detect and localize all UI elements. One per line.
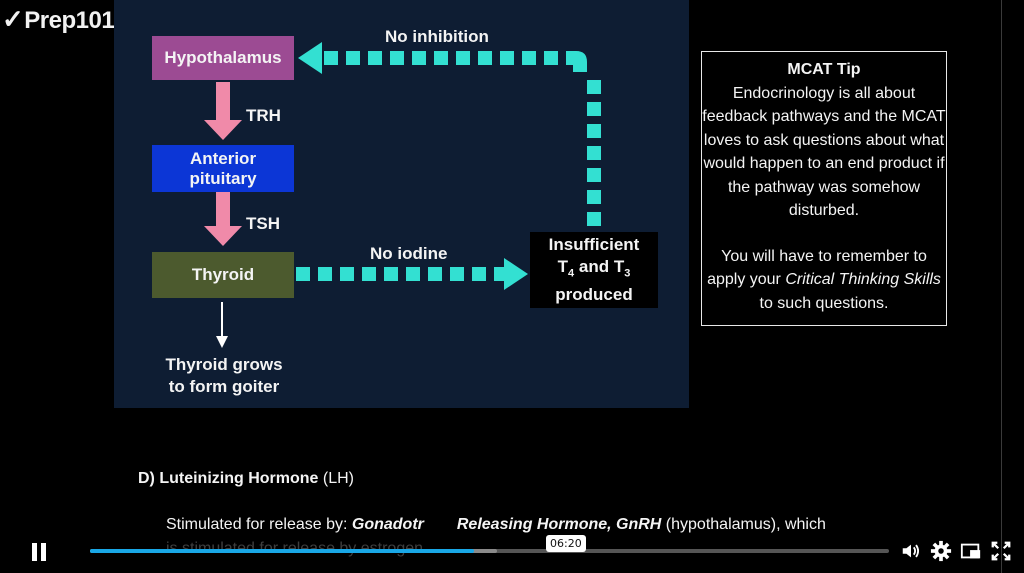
tsh-label: TSH <box>246 214 280 233</box>
thyroid-box: Thyroid <box>152 252 294 298</box>
time-tooltip: 06:20 <box>546 535 586 552</box>
trh-label: TRH <box>246 106 281 125</box>
right-divider <box>1001 0 1002 573</box>
progress-track[interactable]: 06:20 <box>90 535 889 553</box>
insufficient-line2: T4 and T3 <box>557 256 631 280</box>
diagram-arrows <box>204 42 601 348</box>
logo-text: Prep101 <box>24 7 115 34</box>
goiter-line1: Thyroid grows <box>165 355 283 374</box>
insufficient-line3: produced <box>555 285 633 305</box>
tip-title: MCAT Tip <box>787 61 861 78</box>
fullscreen-icon[interactable] <box>990 540 1012 562</box>
mcat-tip-box: MCAT Tip Endocrinology is all about feed… <box>701 51 947 326</box>
insufficient-line1: Insufficient <box>548 234 640 254</box>
tsh-arrow-shaft <box>216 192 230 226</box>
volume-icon[interactable] <box>900 540 922 562</box>
trh-arrow-shaft <box>216 82 230 120</box>
checkmark-icon: ✓ <box>2 4 24 34</box>
no-inhibition-label: No inhibition <box>385 27 489 46</box>
video-controls: 06:20 <box>0 534 1024 573</box>
goiter-label: Thyroid grows to form goiter <box>154 354 294 398</box>
pink-arrows <box>204 82 242 246</box>
no-iodine-dashes <box>296 258 528 290</box>
trh-arrow-head <box>204 120 242 140</box>
insufficient-t4-t3-box: Insufficient T4 and T3 produced <box>530 232 658 308</box>
tsh-arrow-head <box>204 226 242 246</box>
section-heading: D) Luteinizing Hormone (LH) <box>138 470 354 487</box>
pause-button[interactable] <box>30 543 48 561</box>
pituitary-line1: Anterior <box>189 148 257 168</box>
loop-corner <box>566 51 587 72</box>
pituitary-line2: pituitary <box>189 168 257 188</box>
goiter-line2: to form goiter <box>168 377 280 396</box>
played-bar <box>90 549 474 553</box>
gear-icon[interactable] <box>930 540 952 562</box>
anterior-pituitary-box: Anterior pituitary <box>152 145 294 192</box>
thyroid-feedback-diagram: Hypothalamus Anterior pituitary Thyroid … <box>114 0 689 408</box>
no-inhibition-dashes <box>298 42 601 226</box>
tip-body: Endocrinology is all about feedback path… <box>702 84 946 220</box>
goiter-arrow-head <box>216 336 228 348</box>
hypothalamus-box: Hypothalamus <box>152 36 294 80</box>
tip-paragraph-2: You will have to remember to apply your … <box>707 247 941 312</box>
no-iodine-label: No iodine <box>370 244 448 263</box>
picture-in-picture-icon[interactable] <box>960 540 982 562</box>
prep101-logo: ✓Prep101 <box>2 4 115 35</box>
pause-icon <box>32 543 37 561</box>
